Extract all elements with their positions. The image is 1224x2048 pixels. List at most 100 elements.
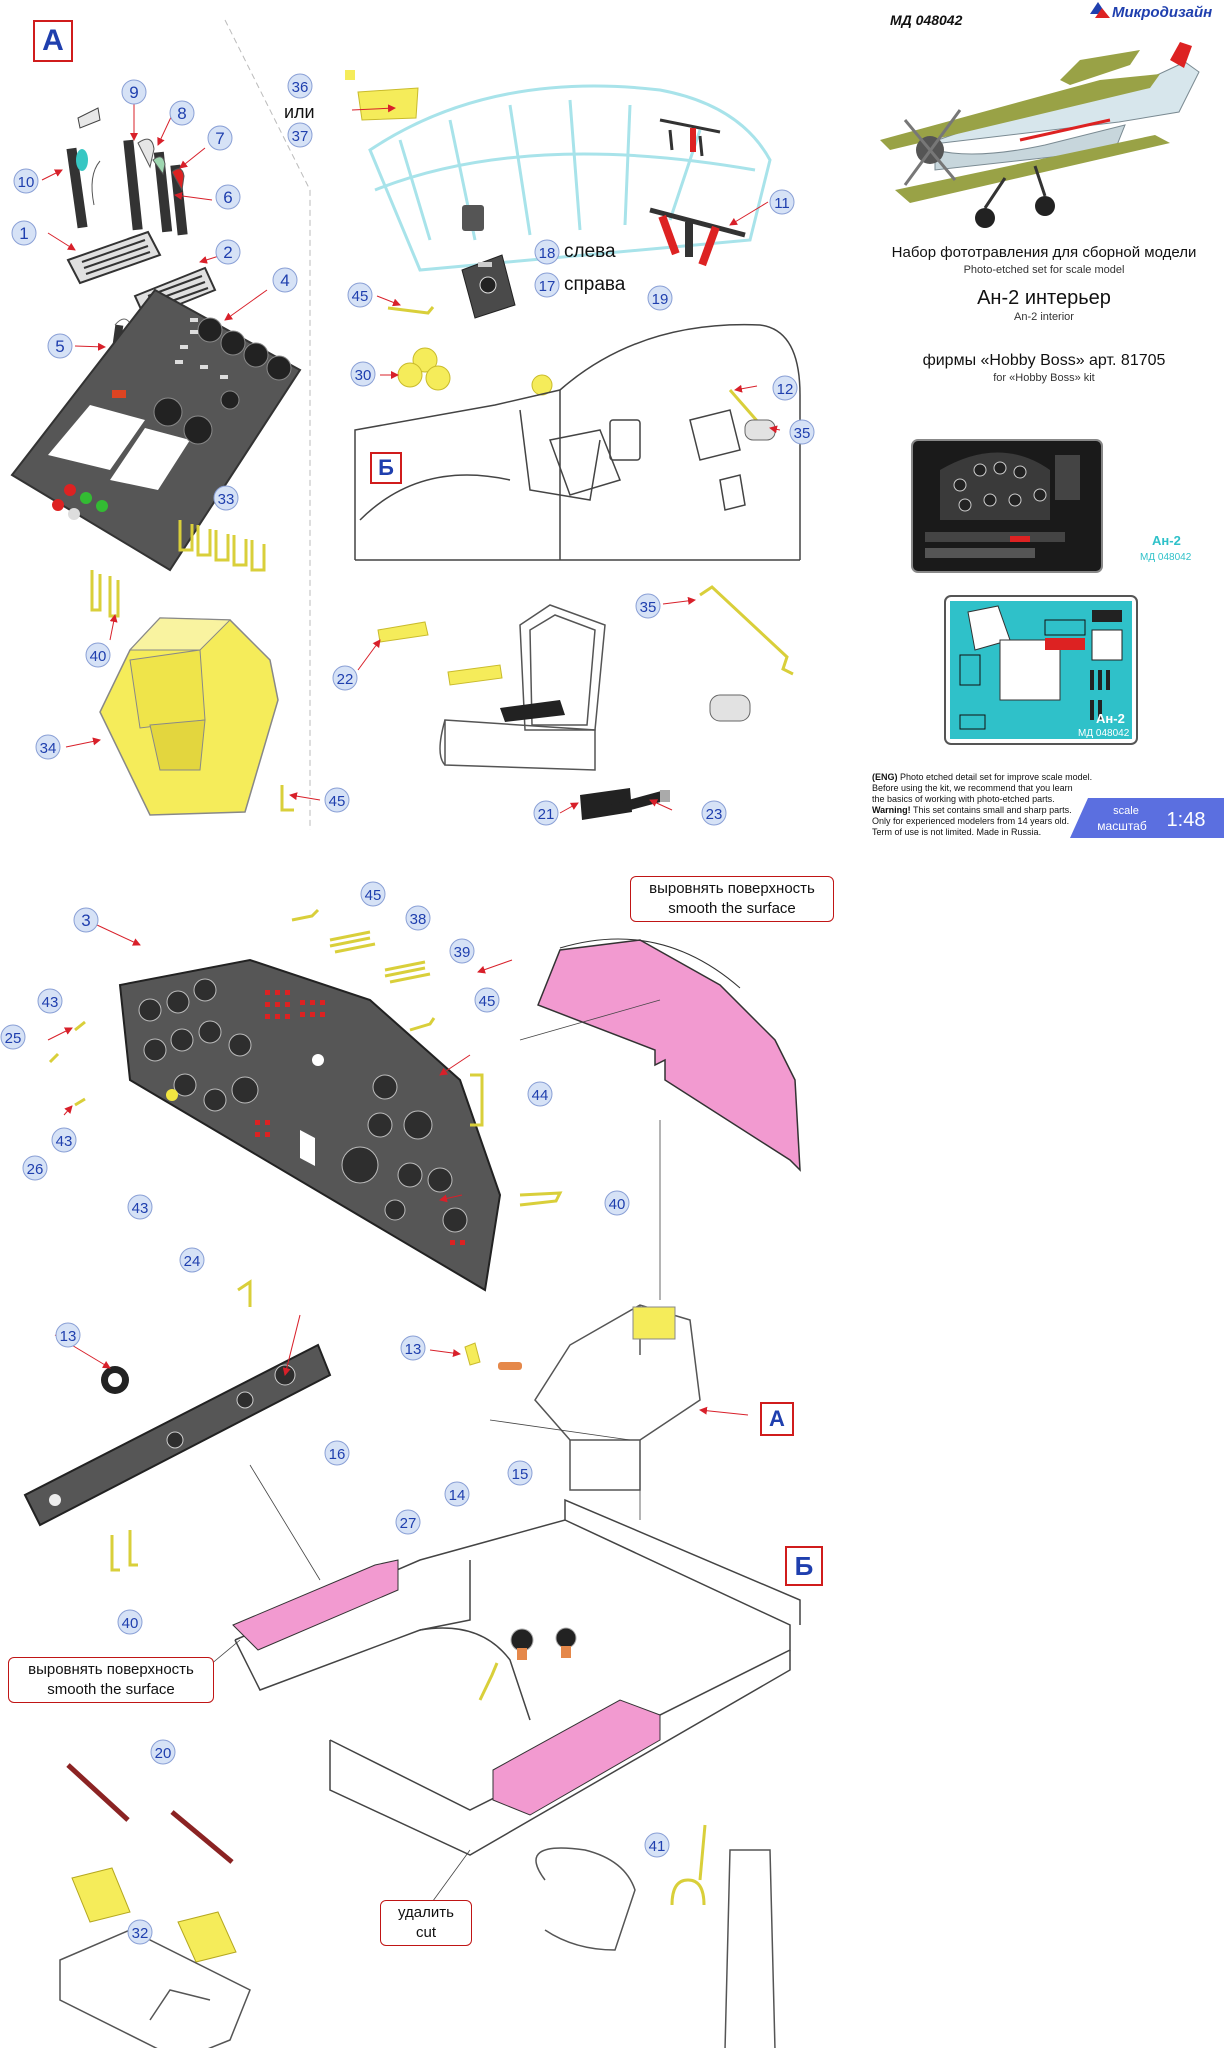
svg-text:4: 4	[280, 271, 289, 290]
svg-text:35: 35	[640, 599, 657, 616]
svg-text:38: 38	[410, 911, 427, 928]
svg-text:25: 25	[5, 1030, 22, 1047]
callout-3: 3	[73, 907, 99, 933]
yellow-ring-41	[670, 1824, 707, 1906]
smooth-note-lower-ru: выровнять поверхность	[28, 1661, 194, 1678]
warning-line-2: Only for experienced modelers from 14 ye…	[872, 816, 1070, 826]
thin-guides	[209, 999, 661, 1906]
callout-38: 38	[405, 905, 431, 931]
svg-text:11: 11	[774, 195, 790, 212]
callout-6: 6	[215, 184, 241, 210]
floor-grilles	[66, 230, 217, 320]
svg-text:13: 13	[405, 1341, 422, 1358]
pink-floor-pad-left	[232, 1559, 399, 1651]
callout-9: 9	[121, 79, 147, 105]
smooth-note-lower: выровнять поверхность smooth the surface	[8, 1657, 214, 1703]
model-name-ru: Ан-2 интерьер	[977, 287, 1111, 309]
svg-text:15: 15	[512, 1466, 529, 1483]
cut-note-ru: удалить	[398, 1904, 454, 1921]
instrument-panel-3	[118, 958, 502, 1292]
canopy-frame	[368, 84, 772, 272]
svg-text:10: 10	[18, 174, 35, 191]
fret-panels-thumbnail	[911, 439, 1103, 573]
set-title-ru: Набор фототравления для сборной модели	[891, 244, 1197, 261]
callout-26: 26	[22, 1155, 48, 1181]
callout-10: 10	[13, 168, 39, 194]
floor-studs	[510, 1627, 577, 1660]
yellow-console-34	[99, 617, 294, 816]
svg-text:40: 40	[90, 648, 107, 665]
svg-text:43: 43	[42, 994, 59, 1011]
svg-text:39: 39	[454, 944, 471, 961]
callout-35-bottom: 35	[635, 593, 661, 619]
callout-19: 19	[647, 285, 673, 311]
callout-40-bottom: 40	[117, 1609, 143, 1635]
leader-lines	[41, 91, 781, 1416]
svg-text:37: 37	[292, 128, 309, 145]
svg-text:12: 12	[777, 381, 794, 398]
scale-value: 1:48	[1167, 809, 1206, 831]
callout-23: 23	[701, 800, 727, 826]
svg-text:43: 43	[56, 1133, 73, 1150]
svg-text:8: 8	[177, 104, 186, 123]
section-dividers	[224, 19, 311, 830]
svg-text:26: 26	[27, 1161, 44, 1178]
section-b-marker-top: Б	[370, 452, 402, 484]
callout-8: 8	[169, 100, 195, 126]
callout-40-top: 40	[85, 642, 111, 668]
fret-parts-thumbnail	[944, 595, 1138, 745]
callout-45-c: 45	[360, 881, 386, 907]
callout-35-top: 35	[789, 419, 815, 445]
svg-text:45: 45	[479, 993, 496, 1010]
yellow-pedals-32	[71, 1867, 237, 1963]
svg-text:2: 2	[223, 243, 232, 262]
svg-text:20: 20	[155, 1745, 172, 1762]
warning-line-3: Term of use is not limited. Made in Russ…	[872, 827, 1042, 837]
callout-18: 18	[534, 239, 560, 265]
svg-text:27: 27	[400, 1515, 417, 1532]
callout-2: 2	[215, 239, 241, 265]
knob-parts-13-right	[464, 1342, 522, 1370]
svg-text:45: 45	[365, 887, 382, 904]
svg-text:34: 34	[40, 740, 57, 757]
callout-21: 21	[533, 800, 559, 826]
smooth-note-lower-en: smooth the surface	[47, 1681, 175, 1698]
kit-ru: фирмы «Hobby Boss» арт. 81705	[922, 352, 1166, 369]
fret1-code: МД 048042	[1140, 552, 1192, 563]
aircraft-photo	[872, 38, 1224, 238]
fret2-code: МД 048042	[1078, 728, 1130, 739]
svg-text:14: 14	[449, 1487, 466, 1504]
cockpit-floor	[234, 1498, 801, 1856]
left-label: слева	[564, 241, 616, 262]
svg-text:19: 19	[652, 291, 669, 308]
svg-text:13: 13	[60, 1328, 77, 1345]
svg-text:30: 30	[355, 367, 372, 384]
eng-line-3: the basics of working with photo-etched …	[872, 794, 1055, 804]
scale-badge: scale масштаб 1:48	[1070, 798, 1224, 838]
callout-12: 12	[772, 375, 798, 401]
svg-text:24: 24	[184, 1253, 201, 1270]
callout-32: 32	[127, 1919, 153, 1945]
svg-text:40: 40	[609, 1196, 626, 1213]
svg-text:1: 1	[19, 224, 28, 243]
model-name-en: An-2 interior	[1014, 311, 1074, 323]
cockpit-interior	[354, 323, 801, 561]
warning-lead: Warning!	[872, 805, 911, 815]
callout-5: 5	[47, 333, 73, 359]
or-label: или	[284, 102, 315, 122]
set-title-en: Photo-etched set for scale model	[963, 264, 1125, 276]
callout-43-a: 43	[37, 988, 63, 1014]
smooth-note-top: выровнять поверхность smooth the surface	[630, 876, 834, 922]
kit-en: for «Hobby Boss» kit	[993, 372, 1095, 384]
callout-39: 39	[449, 938, 475, 964]
svg-text:5: 5	[55, 337, 64, 356]
yellow-clips-40-lower	[110, 1530, 138, 1572]
svg-text:43: 43	[132, 1200, 149, 1217]
scale-word-ru: масштаб	[1097, 819, 1147, 833]
pink-bulkhead	[537, 938, 801, 1172]
eng-lead: (ENG)	[872, 772, 898, 782]
svg-text:33: 33	[218, 491, 235, 508]
svg-text:17: 17	[539, 278, 556, 295]
section-b-marker-lower: Б	[785, 1546, 823, 1586]
svg-text:3: 3	[81, 911, 90, 930]
